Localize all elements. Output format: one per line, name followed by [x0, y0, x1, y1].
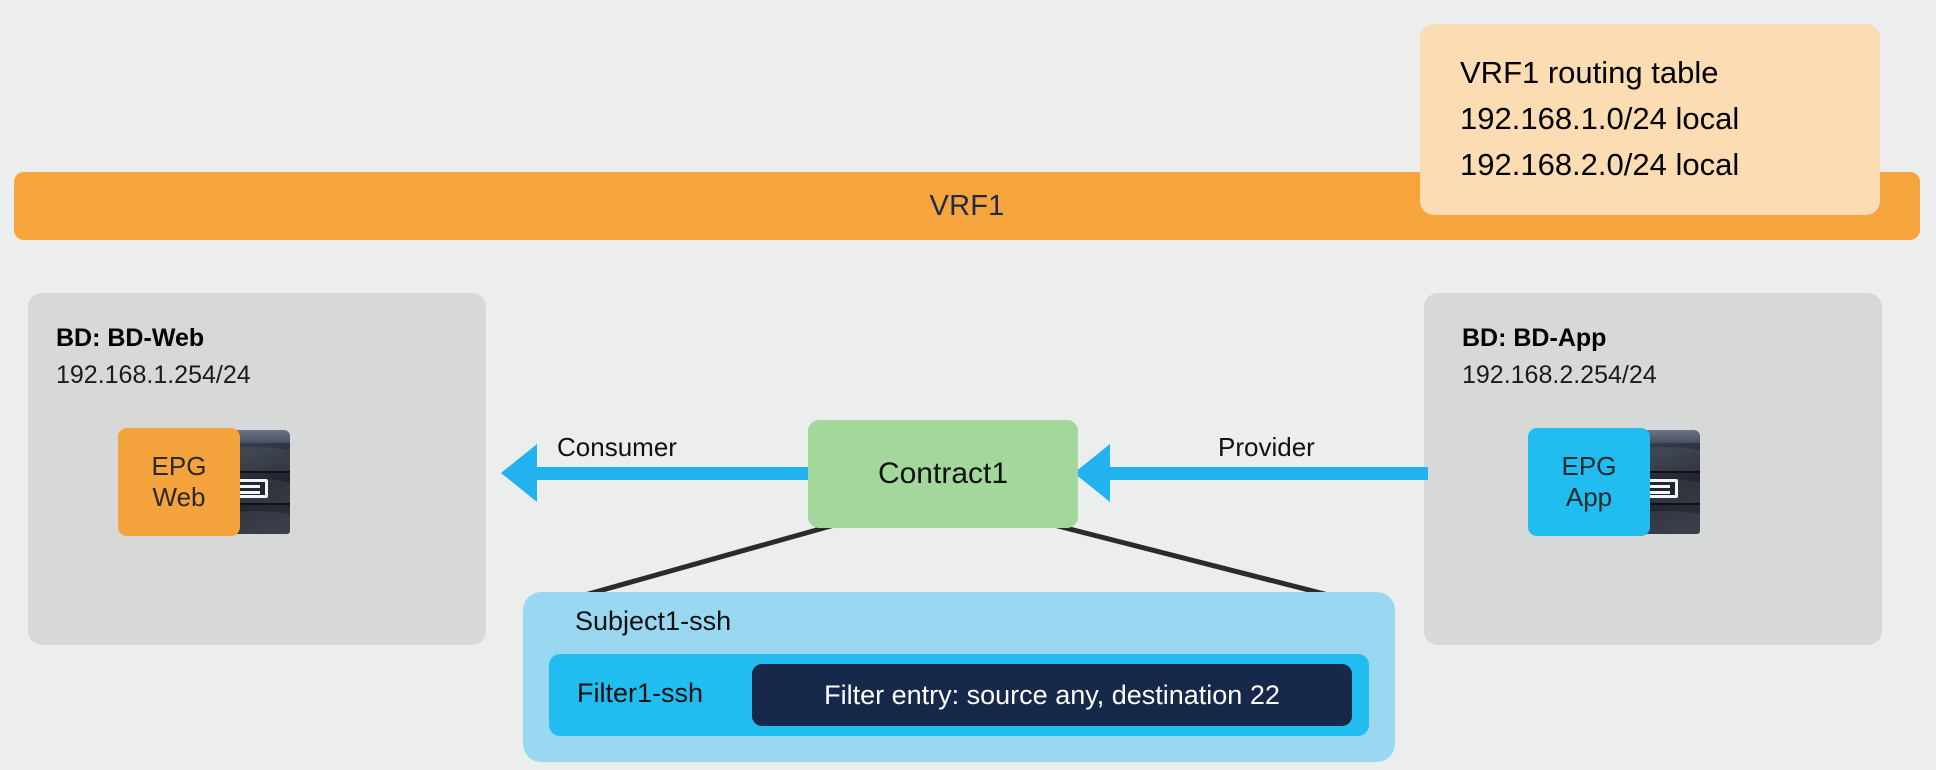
bd-web-title: BD: BD-Web: [56, 324, 205, 352]
routing-table-route-1: 192.168.1.0/24 local: [1460, 101, 1740, 136]
vrf1-routing-table-callout: VRF1 routing table 192.168.1.0/24 local …: [1420, 24, 1880, 215]
vrf1-label: VRF1: [929, 189, 1005, 222]
server-icon-shelf-2: [1620, 503, 1700, 505]
bridge-domain-bd-web[interactable]: BD: BD-Web 192.168.1.254/24: [28, 293, 486, 645]
consumer-arrow-label: Consumer: [557, 432, 677, 462]
bd-web-subnet: 192.168.1.254/24: [56, 361, 251, 389]
consumer-arrow-head-icon: [501, 444, 537, 502]
server-icon-shelf-2: [210, 503, 290, 505]
bd-app-title: BD: BD-App: [1462, 324, 1607, 352]
subject1-ssh-box[interactable]: Subject1-ssh Filter1-ssh Filter entry: s…: [523, 592, 1395, 762]
contract1-box[interactable]: Contract1: [808, 420, 1078, 528]
epg-web-node[interactable]: EPG Web: [118, 428, 296, 536]
consumer-arrow-shaft: [537, 467, 812, 480]
bd-app-subnet: 192.168.2.254/24: [1462, 361, 1657, 389]
contract1-label: Contract1: [877, 457, 1009, 490]
filter-entry-pill[interactable]: Filter entry: source any, destination 22: [752, 664, 1352, 726]
provider-arrow-head-icon: [1074, 444, 1110, 502]
epg-app-label-line1: EPG: [1561, 451, 1617, 481]
provider-arrow-shaft: [1088, 467, 1428, 480]
epg-web-chip[interactable]: EPG Web: [118, 428, 240, 536]
provider-arrow-label: Provider: [1218, 432, 1315, 462]
connector-contract-to-subject-right: [1049, 521, 1349, 603]
epg-app-node[interactable]: EPG App: [1528, 428, 1706, 536]
epg-web-label-line2: Web: [152, 482, 206, 512]
subject1-ssh-label: Subject1-ssh: [575, 606, 732, 636]
epg-app-chip[interactable]: EPG App: [1528, 428, 1650, 536]
filter1-ssh-label: Filter1-ssh: [577, 678, 704, 708]
routing-table-route-2: 192.168.2.0/24 local: [1460, 147, 1740, 182]
server-icon-shelf-1: [210, 471, 290, 473]
server-icon-indicator: [232, 479, 268, 498]
filter-entry-label: Filter entry: source any, destination 22: [824, 679, 1280, 710]
epg-web-label-line1: EPG: [151, 451, 207, 481]
routing-table-title: VRF1 routing table: [1460, 55, 1719, 90]
server-icon-shelf-1: [1620, 471, 1700, 473]
filter1-ssh-box[interactable]: Filter1-ssh Filter entry: source any, de…: [549, 654, 1369, 736]
epg-app-label-line2: App: [1565, 482, 1613, 512]
connector-contract-to-subject-left: [566, 521, 839, 603]
